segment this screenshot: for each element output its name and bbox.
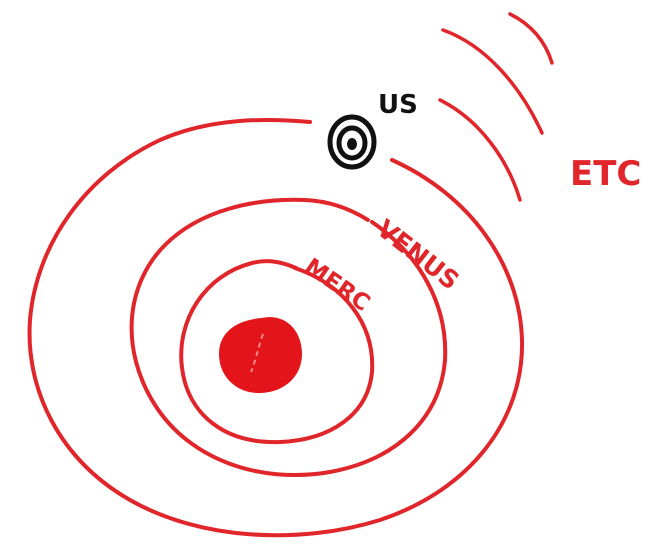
mercury-orbit	[179, 259, 375, 445]
earth-disc	[327, 114, 377, 170]
earth-core	[347, 138, 357, 150]
us-label: US	[378, 90, 418, 120]
outer-orbit-arc-1	[441, 28, 544, 135]
earth-inner-scribble	[336, 125, 368, 161]
sun-icon	[219, 317, 302, 394]
outer-orbit-arc-2	[438, 98, 522, 202]
earth-icon	[327, 114, 377, 170]
etc-label: ETC	[570, 154, 641, 194]
venus-label: VENUS	[371, 214, 464, 296]
venus-orbit	[129, 197, 448, 477]
mercury-label: MERC	[300, 254, 375, 317]
sun-highlight	[250, 333, 264, 373]
outer-orbit-arc-3	[508, 12, 554, 65]
earth-orbit	[27, 117, 525, 538]
sun-disc	[219, 317, 302, 394]
